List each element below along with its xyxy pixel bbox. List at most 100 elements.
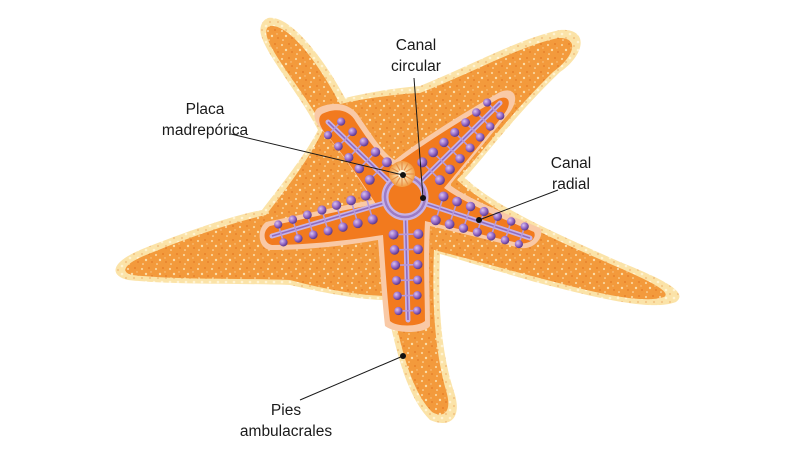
tube-foot-bulb: [413, 306, 422, 315]
leader-pies-ambulacrales: [299, 355, 404, 401]
label-canal-circular: Canal circular: [391, 37, 441, 75]
label-canal-circular-line2: circular: [391, 58, 441, 75]
label-pies-line2: ambulacrales: [240, 423, 332, 440]
tube-foot-bulb: [334, 141, 343, 151]
tube-foot-bulb: [430, 215, 441, 226]
label-placa-line1: Placa: [186, 101, 225, 118]
tube-foot-bulb: [393, 291, 402, 301]
leader-dots: [400, 172, 482, 359]
tube-foot-bulb: [394, 306, 403, 316]
tube-foot-bulb: [461, 118, 470, 127]
tube-foot-bulb: [514, 240, 523, 249]
tube-foot-bulb: [389, 245, 400, 255]
tube-foot-bulb: [413, 228, 424, 240]
leader-placa-madreporica: [230, 133, 404, 176]
tube-foot-bulb: [413, 259, 423, 270]
tube-foot-bulb: [294, 234, 303, 243]
tube-foot-bulb: [308, 230, 318, 240]
tube-foot-bulb: [323, 226, 333, 236]
tube-foot-bulb: [346, 195, 356, 206]
tube-foot-bulb: [360, 190, 371, 201]
tube-foot-bulb: [434, 175, 445, 186]
tube-foot-bulb: [302, 210, 312, 220]
label-pies-ambulacrales: Pies ambulacrales: [240, 402, 332, 440]
dot-placa-madreporica: [400, 172, 406, 178]
madreporite-ray: [391, 167, 399, 173]
tube-foot-bulb: [413, 244, 423, 255]
tube-foot-bulb: [338, 222, 348, 232]
tube-foot-bulb: [486, 231, 496, 241]
madreporite-ray: [403, 177, 409, 185]
tube-foot-bulb: [352, 218, 363, 229]
tube-foot-bulb: [390, 260, 401, 270]
leader-lines: [230, 77, 559, 401]
madreporite-ray: [395, 177, 401, 185]
label-pies-line1: Pies: [271, 402, 301, 419]
tube-foot-bulb: [367, 214, 378, 225]
tube-foot-bulb: [500, 235, 510, 245]
tube-foot-bulb: [452, 196, 462, 207]
tube-foot-bulb: [472, 227, 482, 237]
radial-canal-core-left: [271, 202, 385, 237]
label-placa-line2: madrepórica: [162, 122, 249, 139]
tube-foot-bulb: [475, 132, 485, 142]
dot-canal-radial: [476, 217, 482, 223]
tube-foot-bulb: [364, 174, 375, 185]
label-placa-madreporica: Placa madrepórica: [162, 101, 249, 139]
tube-foot-bulb: [391, 275, 401, 285]
tube-foot-bulb: [465, 201, 476, 212]
tube-foot-bulb: [520, 222, 529, 231]
leader-canal-radial: [478, 189, 559, 221]
tube-foot-bulb: [428, 147, 439, 158]
tube-foot-bulb: [450, 127, 460, 138]
tube-foot-bulb: [445, 164, 455, 175]
tube-foot-bulb: [417, 157, 428, 168]
tube-foot-bulb: [323, 131, 333, 140]
tube-foot-bulb: [288, 215, 298, 224]
tube-foot-bulb: [348, 127, 357, 137]
label-canal-circular-line1: Canal: [396, 37, 437, 54]
tube-foot-bulb: [438, 191, 449, 202]
tube-foot-bulb: [479, 206, 489, 217]
tube-foot-bulb: [354, 163, 365, 174]
radial-canal-core-upper-right: [420, 102, 501, 183]
madreporite-ray: [395, 163, 401, 171]
label-canal-radial-line1: Canal: [551, 155, 592, 172]
tube-foot-bulb: [413, 275, 423, 285]
tube-foot-bulb: [413, 290, 422, 300]
tube-foot-bulb: [274, 220, 283, 229]
tube-foot-bulb: [279, 238, 288, 247]
tube-foot-bulb: [444, 219, 455, 230]
tube-foot-bulb: [483, 98, 492, 107]
radial-canal-core-bottom: [404, 218, 409, 321]
tube-foot-bulb: [496, 111, 505, 120]
tube-foot-bulb: [439, 137, 449, 148]
tube-foot-bulb: [359, 137, 369, 147]
label-canal-radial: Canal radial: [551, 155, 592, 193]
tube-foot-bulb: [485, 122, 495, 131]
radial-canals: [269, 100, 533, 323]
leader-canal-circular: [413, 77, 424, 199]
tube-foot-bulb: [455, 153, 465, 164]
tube-foot-bulb: [506, 217, 516, 226]
ambulacral-feet: [274, 98, 529, 316]
inner-cavity: [264, 97, 535, 326]
tube-foot-bulb: [337, 117, 346, 126]
dot-canal-circular: [420, 195, 426, 201]
madreporite-ray: [405, 175, 413, 181]
tube-foot-bulb: [317, 205, 327, 215]
tube-foot-bulb: [331, 200, 342, 210]
tube-foot-bulb: [370, 147, 381, 157]
tube-foot-bulb: [388, 229, 399, 240]
tube-foot-bulb: [465, 143, 475, 153]
dot-pies-ambulacrales: [400, 353, 406, 359]
tube-foot-bulb: [458, 223, 469, 233]
radial-canal-core-upper-left: [327, 121, 390, 183]
tube-foot-bulb: [344, 152, 354, 163]
tube-foot-bulb: [381, 157, 392, 168]
madreporite-ray: [403, 163, 409, 171]
madreporite-ray: [405, 167, 413, 173]
label-canal-radial-line2: radial: [552, 176, 590, 193]
madreporite-ray: [391, 175, 399, 181]
